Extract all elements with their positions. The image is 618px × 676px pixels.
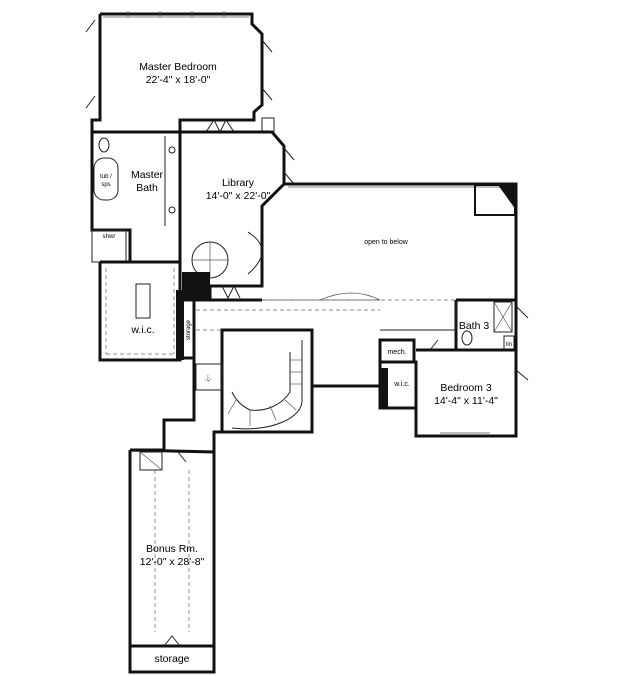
stair-hall: ⚓ [194,298,380,434]
hall-closet [195,363,223,391]
mech-room: mech. [378,338,416,364]
bedroom3-size: 14'-4" x 11'-4" [434,395,498,407]
curved-stair-inner [231,352,291,411]
attic-hatch-diag [139,451,163,471]
master-bedroom-room: Master Bedroom 22'-4" x 18'-0" [85,11,275,134]
master-wic-label: w.i.c. [130,324,154,336]
window-swing [283,147,295,185]
bedroom3-wic-room: w.i.c. [378,360,418,410]
master-bedroom-size: 22'-4" x 18'-0" [146,74,211,86]
tub-label-line1: tub / [100,174,112,180]
library-door [221,284,241,300]
bedroom3-walls [414,348,518,438]
storage-bottom-label: storage [154,653,189,665]
bonus-room-size: 12'-0" x 28'-8" [140,556,205,568]
linen-label: lin [506,342,512,348]
tub-label-line2: sps [101,182,110,188]
corridor-wall-right [212,430,222,452]
bay-window [247,231,263,275]
storage-mid-walls [178,298,196,360]
corridor-wall-left [130,358,196,452]
library-size: 14'-0" x 22'-0" [206,190,271,202]
chimney-block [182,272,210,300]
shower-diag [493,301,513,333]
bonus-room: Bonus Rm. 12'-0" x 28'-8" storage [128,448,216,674]
window-swing [261,39,273,101]
window-swing [515,305,529,319]
master-bedroom-label: Master Bedroom [139,61,217,73]
stair-tread [269,405,277,421]
bathtub [93,157,119,201]
railing-dash [196,309,380,331]
master-bath-label-line1: Master [131,169,164,181]
bedroom3-room: Bedroom 3 14'-4" x 11'-4" [414,339,529,438]
railing [262,292,381,301]
master-bedroom-double-door [205,119,235,134]
bath3-shower [493,301,513,333]
bonus-door [177,451,187,463]
hall-wall-upper [380,300,457,331]
window-swing [515,369,529,381]
master-wic-room: w.i.c. [98,260,184,362]
sink [168,206,176,214]
toilet [98,137,110,153]
fireplace-fill [498,185,516,210]
bonus-room-walls [128,448,216,674]
master-bath-room: tub / sps Master Bath shwr [90,130,182,264]
bath3-label: Bath 3 [459,320,490,332]
open-to-below-area: open to below [262,182,518,301]
linen-mark: ⚓ [204,374,211,382]
open-to-below-label: open to below [364,239,409,246]
storage-mid-room: storage [178,298,196,360]
master-wic-walls [98,260,182,362]
hall-wall-east [312,384,416,410]
mech-label: mech. [387,349,406,356]
bath3-toilet [461,330,473,346]
library-label: Library [222,177,255,189]
storage-door [163,635,181,647]
curved-stair-outer [231,340,303,430]
shower-label: shwr [103,234,116,240]
closet-box [261,117,275,133]
bath3-room: Bath 3 lin [454,298,529,352]
wic-bed3-label: w.i.c. [393,381,410,388]
center-island [135,283,151,319]
wall-fill [380,368,388,408]
master-bath-label-line2: Bath [136,182,158,194]
stairwell-walls [220,328,314,434]
sink [168,146,176,154]
stair-tread [284,399,297,411]
attic-hatch [139,451,163,471]
bonus-room-label: Bonus Rm. [146,543,198,555]
master-bedroom-walls [90,12,264,134]
library-room: Library 14'-0" x 22'-0" [180,130,295,302]
bedroom3-label: Bedroom 3 [440,382,492,394]
window-swing [85,19,96,109]
bedroom3-door [429,339,439,351]
storage-mid-label: storage [186,319,192,340]
stair-tread [227,399,237,415]
